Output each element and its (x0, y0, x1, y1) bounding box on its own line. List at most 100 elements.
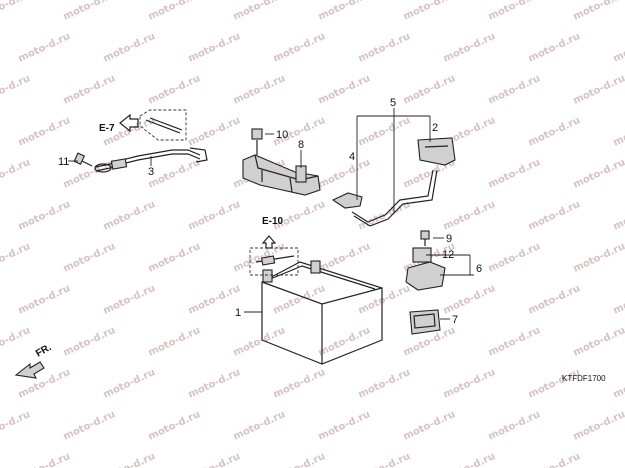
watermark-text: moto-d.ru (612, 199, 625, 233)
watermark-text: moto-d.ru (187, 283, 243, 317)
callout-11: 11 (58, 156, 69, 168)
front-label: FR. (34, 342, 54, 360)
watermark-text: moto-d.ru (147, 73, 203, 107)
watermark-text: moto-d.ru (527, 199, 583, 233)
watermark-text: moto-d.ru (357, 31, 413, 65)
watermark-text: moto-d.ru (0, 409, 32, 443)
watermark-text: moto-d.ru (187, 31, 243, 65)
watermark-text: moto-d.ru (572, 73, 625, 107)
battery-cable-negative (94, 147, 208, 173)
watermark-text: moto-d.ru (62, 409, 118, 443)
battery-holder-part-8 (242, 128, 321, 196)
watermark-text: moto-d.ru (317, 325, 373, 359)
callout-5: 5 (390, 97, 396, 109)
watermark-text: moto-d.ru (102, 199, 158, 233)
watermark-text: moto-d.ru (272, 451, 328, 468)
leader-lines (68, 108, 474, 320)
watermark-text: moto-d.ru (62, 325, 118, 359)
watermark-text: moto-d.ru (102, 283, 158, 317)
watermark-text: moto-d.ru (572, 325, 625, 359)
battery-cable-positive (331, 169, 438, 227)
callout-7: 7 (452, 314, 458, 326)
watermark-text: moto-d.ru (187, 115, 243, 149)
watermark-text: moto-d.ru (232, 73, 288, 107)
watermark-text: moto-d.ru (572, 241, 625, 275)
watermark-text: moto-d.ru (572, 0, 625, 23)
watermark-text: moto-d.ru (317, 157, 373, 191)
watermark-text: moto-d.ru (272, 31, 328, 65)
watermark-text: moto-d.ru (187, 451, 243, 468)
watermark-text: moto-d.ru (487, 157, 543, 191)
watermark-text: moto-d.ru (527, 451, 583, 468)
watermark-text: moto-d.ru (17, 199, 73, 233)
bolt-part-11 (73, 152, 93, 167)
watermark-text: moto-d.ru (442, 367, 498, 401)
callout-10: 10 (276, 129, 288, 141)
watermark-text: moto-d.ru (317, 0, 373, 23)
callout-12: 12 (442, 249, 454, 261)
watermark-text: moto-d.ru (612, 367, 625, 401)
watermark-text: moto-d.ru (17, 31, 73, 65)
ref-e10: E-10 (262, 216, 284, 227)
watermark-text: moto-d.ru (527, 283, 583, 317)
watermark-text: moto-d.ru (487, 241, 543, 275)
watermark-text: moto-d.ru (612, 115, 625, 149)
watermark-text: moto-d.ru (62, 241, 118, 275)
callout-1: 1 (235, 307, 241, 319)
watermark-text: moto-d.ru (102, 451, 158, 468)
watermark-text: moto-d.ru (102, 31, 158, 65)
watermark-text: moto-d.ru (272, 367, 328, 401)
watermark-text: moto-d.ru (317, 73, 373, 107)
watermark-text: moto-d.ru (232, 325, 288, 359)
watermark-text: moto-d.ru (62, 0, 118, 23)
watermark-text: moto-d.ru (612, 451, 625, 468)
watermark-text: moto-d.ru (527, 115, 583, 149)
watermark-text: moto-d.ru (232, 0, 288, 23)
watermark-text: moto-d.ru (0, 325, 32, 359)
watermark-text: moto-d.ru (62, 157, 118, 191)
watermark-text: moto-d.ru (17, 283, 73, 317)
watermark-text: moto-d.ru (187, 199, 243, 233)
watermark-text: moto-d.ru (0, 241, 32, 275)
watermark-text: moto-d.ru (17, 451, 73, 468)
watermark-text: moto-d.ru (402, 73, 458, 107)
watermark-text: moto-d.ru (147, 0, 203, 23)
watermark-text: moto-d.ru (612, 31, 625, 65)
watermark-text: moto-d.ru (147, 409, 203, 443)
watermark-text: moto-d.ru (147, 241, 203, 275)
watermark-text: moto-d.ru (147, 157, 203, 191)
front-direction-arrow (14, 361, 45, 379)
callout-8: 8 (298, 139, 304, 151)
e7-inset (119, 109, 187, 141)
callout-3: 3 (148, 166, 154, 178)
watermark-text: moto-d.ru (527, 31, 583, 65)
watermark-text: moto-d.ru (147, 325, 203, 359)
watermark-text: moto-d.ru (572, 157, 625, 191)
callout-2: 2 (432, 122, 438, 134)
watermark-text: moto-d.ru (102, 367, 158, 401)
starter-relay-part-6 (405, 230, 446, 291)
watermark-text: moto-d.ru (0, 0, 32, 23)
callout-6: 6 (476, 263, 482, 275)
battery-part-1 (261, 260, 383, 365)
watermark-text: moto-d.ru (527, 367, 583, 401)
watermark-text: moto-d.ru (487, 73, 543, 107)
watermark-text: moto-d.ru (487, 325, 543, 359)
watermark-text: moto-d.ru (612, 283, 625, 317)
diagram-code: KTFDF1700 (562, 374, 606, 383)
watermark-text: moto-d.ru (572, 409, 625, 443)
watermark-text: moto-d.ru (442, 199, 498, 233)
callout-4: 4 (349, 151, 355, 163)
watermark-text: moto-d.ru (442, 283, 498, 317)
watermark-text: moto-d.ru (17, 115, 73, 149)
watermark-text: moto-d.ru (357, 367, 413, 401)
watermark-text: moto-d.ru (0, 73, 32, 107)
watermark-text: moto-d.ru (317, 409, 373, 443)
relay-mount-part-7 (409, 309, 441, 335)
watermark-text: moto-d.ru (62, 73, 118, 107)
watermark-text: moto-d.ru (0, 157, 32, 191)
watermark-text: moto-d.ru (357, 283, 413, 317)
e10-inset (249, 235, 299, 276)
